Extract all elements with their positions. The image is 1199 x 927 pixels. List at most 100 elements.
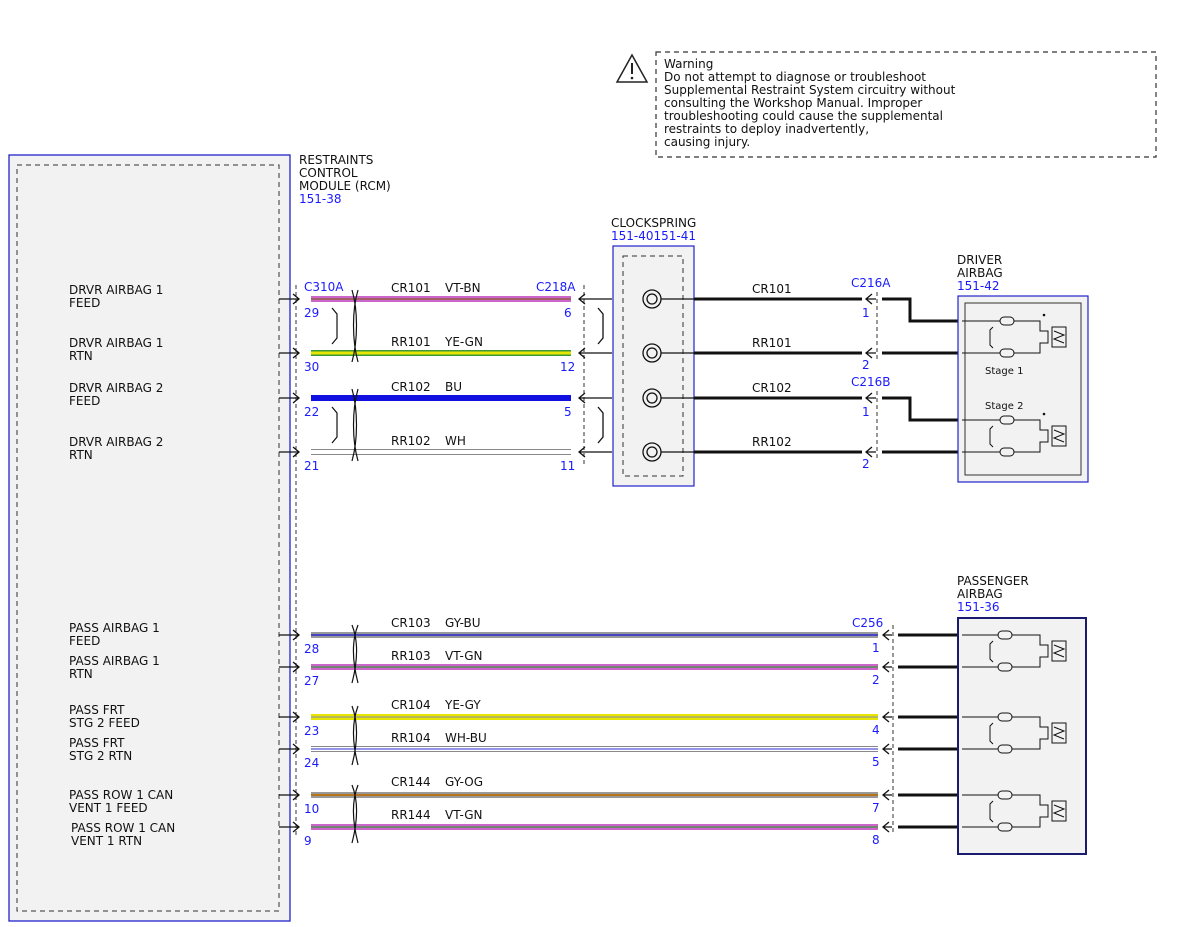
warning-line-2: Supplemental Restraint System circuitry … (664, 83, 956, 97)
clockspring-connector-c218a: C218A 6 12 5 11 (536, 280, 612, 473)
circuit-cr101-label: CR101 (391, 281, 431, 295)
rcm-module: RESTRAINTS CONTROL MODULE (RCM) 151-38 C… (8, 153, 391, 922)
warning-line-1: Do not attempt to diagnose or troublesho… (664, 70, 926, 84)
c256-pin-1: 1 (872, 641, 880, 655)
rcm-pin-label-6b: RTN (69, 667, 93, 681)
driver-airbag-ref-link[interactable]: 151-42 (957, 279, 1000, 293)
connector-c256-label[interactable]: C256 (852, 616, 883, 630)
connector-c216: C216A C216B 1 2 1 2 (851, 276, 962, 471)
passenger-airbag-ref-link[interactable]: 151-36 (957, 600, 1000, 614)
passenger-airbag-name-1: PASSENGER (957, 574, 1029, 588)
rcm-pin-label-5b: FEED (69, 634, 100, 648)
rcm-pin-label-4a: DRVR AIRBAG 2 (69, 435, 163, 449)
squib-icon-pass-3 (962, 790, 1067, 832)
c216b-pin-2: 2 (862, 457, 870, 471)
driver-airbag-stage1: Stage 1 (985, 366, 1023, 377)
circuit-cr102-right: CR102 (752, 381, 792, 395)
circuit-rr101-right: RR101 (752, 336, 792, 350)
circuit-cr104-label: CR104 (391, 698, 431, 712)
warning-line-5: restraints to deploy inadvertently, (664, 122, 869, 136)
c218a-pin-12: 12 (560, 360, 575, 374)
squib-icon-pass-1 (962, 630, 1067, 672)
driver-airbag-name-2: AIRBAG (957, 266, 1003, 280)
rcm-pin-label-7a: PASS FRT (69, 703, 125, 717)
rcm-name-3: MODULE (RCM) (299, 179, 391, 193)
rcm-pin-29: 29 (304, 306, 319, 320)
rcm-pin-label-6a: PASS AIRBAG 1 (69, 654, 160, 668)
warning-line-3: consulting the Workshop Manual. Improper (664, 96, 922, 110)
rcm-pin-label-8a: PASS FRT (69, 736, 125, 750)
rcm-pin-label-2b: RTN (69, 349, 93, 363)
squib-icon (962, 313, 1067, 358)
passenger-airbag: PASSENGER AIRBAG 151-36 (957, 574, 1087, 855)
rcm-ref-link[interactable]: 151-38 (299, 192, 342, 206)
clockspring: CLOCKSPRING 151-40151-41 (611, 216, 696, 487)
rcm-pin-21: 21 (304, 459, 319, 473)
warning-title: Warning (664, 57, 713, 71)
rcm-pin-label-3b: FEED (69, 394, 100, 408)
driver-airbag-stage2: Stage 2 (985, 401, 1023, 412)
rcm-pin-label-9a: PASS ROW 1 CAN (69, 788, 173, 802)
circuit-rr101-color: YE-GN (444, 335, 483, 349)
c256-pin-2: 2 (872, 673, 880, 687)
circuit-cr101-color: VT-BN (445, 281, 481, 295)
rcm-name-2: CONTROL (299, 166, 358, 180)
rcm-pin-22: 22 (304, 405, 319, 419)
rcm-name-1: RESTRAINTS (299, 153, 373, 167)
connector-c218a-label[interactable]: C218A (536, 280, 576, 294)
squib-icon-2 (962, 412, 1067, 457)
c256-pin-7: 7 (872, 801, 880, 815)
circuit-rr104-color: WH-BU (445, 731, 487, 745)
connector-c216a-label[interactable]: C216A (851, 276, 891, 290)
circuit-rr101-label: RR101 (391, 335, 431, 349)
rcm-pin-28: 28 (304, 642, 319, 656)
rcm-pin-label-4b: RTN (69, 448, 93, 462)
rcm-pin-label-10a: PASS ROW 1 CAN (71, 821, 175, 835)
rcm-pin-label-3a: DRVR AIRBAG 2 (69, 381, 163, 395)
circuit-rr103-color: VT-GN (445, 649, 482, 663)
circuit-rr102-label: RR102 (391, 434, 431, 448)
circuit-cr104-color: YE-GY (444, 698, 481, 712)
driver-harness-wires: CR101 VT-BN RR101 YE-GN CR102 BU RR102 W… (311, 281, 571, 462)
circuit-rr102-right: RR102 (752, 435, 792, 449)
c216a-pin-1: 1 (862, 306, 870, 320)
rcm-pin-label-8b: STG 2 RTN (69, 749, 132, 763)
rcm-pin-24: 24 (304, 756, 319, 770)
rcm-pin-30: 30 (304, 360, 319, 374)
rcm-pin-label-2a: DRVR AIRBAG 1 (69, 336, 163, 350)
warning-line-6: causing injury. (664, 135, 750, 149)
rcm-pin-label-5a: PASS AIRBAG 1 (69, 621, 160, 635)
circuit-cr103-color: GY-BU (445, 616, 481, 630)
rcm-pin-label-1b: FEED (69, 296, 100, 310)
connector-c256: C256 1 2 4 5 7 8 (852, 616, 962, 847)
circuit-rr104-label: RR104 (391, 731, 431, 745)
warning-box: Warning Do not attempt to diagnose or tr… (615, 51, 1157, 158)
circuit-cr102-color: BU (445, 380, 462, 394)
driver-airbag-name-1: DRIVER (957, 253, 1002, 267)
clockspring-ref-link[interactable]: 151-40151-41 (611, 229, 696, 243)
rcm-connector-c310a[interactable]: C310A (304, 280, 344, 294)
circuit-cr144-label: CR144 (391, 775, 431, 789)
clockspring-output-wires (661, 297, 862, 454)
rcm-pin-9: 9 (304, 834, 312, 848)
rcm-pin-label-9b: VENT 1 FEED (69, 801, 148, 815)
c218a-pin-6: 6 (564, 306, 572, 320)
c216a-pin-2: 2 (862, 358, 870, 372)
rcm-pin-27: 27 (304, 674, 319, 688)
warning-line-4: troubleshooting could cause the suppleme… (664, 109, 943, 123)
clockspring-name: CLOCKSPRING (611, 216, 696, 230)
circuit-cr103-label: CR103 (391, 616, 431, 630)
rcm-pin-10: 10 (304, 802, 319, 816)
c256-pin-4: 4 (872, 723, 880, 737)
circuit-cr102-label: CR102 (391, 380, 431, 394)
connector-c216b-label[interactable]: C216B (851, 375, 891, 389)
circuit-rr102-color: WH (445, 434, 466, 448)
rcm-pin-label-7b: STG 2 FEED (69, 716, 140, 730)
squib-icon-pass-2 (962, 712, 1067, 754)
driver-airbag: DRIVER AIRBAG 151-42 Stage 1 Stage 2 (957, 253, 1089, 483)
c256-pin-5: 5 (872, 755, 880, 769)
rcm-pin-23: 23 (304, 724, 319, 738)
circuit-rr144-label: RR144 (391, 808, 431, 822)
rcm-pin-label-10b: VENT 1 RTN (71, 834, 142, 848)
circuit-rr103-label: RR103 (391, 649, 431, 663)
